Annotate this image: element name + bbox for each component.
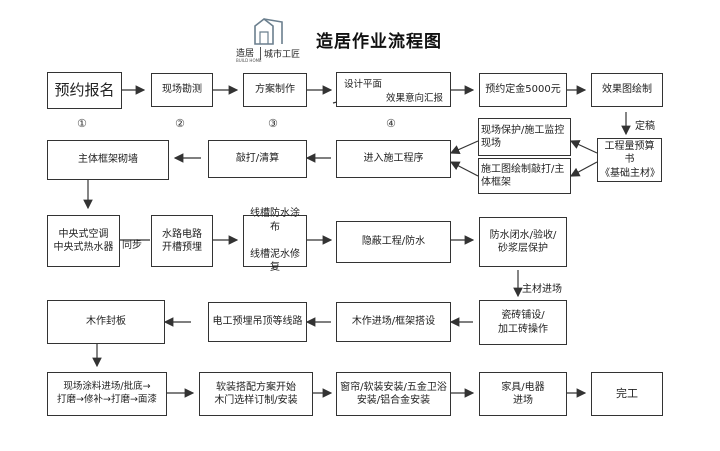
step-painting: 现场涂料进场/批底→ 打磨→修补→打磨→面漆 bbox=[47, 372, 167, 416]
step-site-protection: 现场保护/施工监控现场 bbox=[478, 118, 571, 156]
step-deposit: 预约定金5000元 bbox=[479, 73, 567, 107]
step-booking: 预约报名 bbox=[47, 72, 122, 109]
number-2: ② bbox=[175, 117, 185, 130]
step-budget-label: 工程量预算书 《基础主材》 bbox=[600, 140, 660, 179]
step-plan-making-label: 方案制作 bbox=[255, 84, 295, 96]
step-tiling-label: 瓷砖铺设/ 加工砖操作 bbox=[498, 310, 548, 335]
label-zhucai: 主材进场 bbox=[522, 284, 562, 295]
step-carpentry-label: 木作进场/框架搭设 bbox=[351, 316, 436, 328]
step-main-frame-label: 主体框架砌墙 bbox=[78, 154, 138, 166]
step-soft-decor-plan: 软装搭配方案开始 木门选样订制/安装 bbox=[199, 372, 313, 416]
step-effect-report-label: 效果意向汇报 bbox=[386, 93, 444, 104]
step-demolition: 敲打/清算 bbox=[208, 140, 307, 178]
step-completion: 完工 bbox=[591, 372, 663, 416]
step-painting-label: 现场涂料进场/批底→ 打磨→修补→打磨→面漆 bbox=[57, 381, 157, 405]
step-site-protection-label: 现场保护/施工监控现场 bbox=[481, 124, 565, 150]
number-4: ④ bbox=[386, 117, 396, 130]
step-water-test-label: 防水闭水/验收/ 砂浆层保护 bbox=[489, 229, 557, 255]
step-rendering-label: 效果图绘制 bbox=[602, 84, 652, 96]
step-central-ac-label: 中央式空调 中央式热水器 bbox=[53, 228, 114, 254]
label-tongbu: 同步 bbox=[122, 240, 142, 251]
step-ceiling-wiring-label: 电工预埋吊顶等线路 bbox=[212, 316, 303, 328]
step-enter-construction-label: 进入施工程序 bbox=[363, 153, 424, 165]
step-furniture: 家具/电器 进场 bbox=[479, 372, 567, 416]
step-concealed-works-label: 隐蔽工程/防水 bbox=[361, 236, 426, 248]
step-central-ac: 中央式空调 中央式热水器 bbox=[47, 215, 120, 267]
step-booking-label: 预约报名 bbox=[54, 81, 115, 100]
step-construction-drawing-label: 施工图绘制敲打/主体框架 bbox=[481, 163, 565, 189]
step-groove-waterproof-label: 线槽防水涂布 线槽泥水修复 bbox=[250, 208, 300, 274]
step-site-survey-label: 现场勘测 bbox=[162, 84, 202, 96]
logo-brand: 造居 bbox=[236, 49, 255, 59]
diagram-title: 造居作业流程图 bbox=[316, 32, 442, 52]
step-budget: 工程量预算书 《基础主材》 bbox=[597, 138, 662, 182]
step-rendering: 效果图绘制 bbox=[591, 73, 663, 107]
step-ceiling-wiring: 电工预埋吊顶等线路 bbox=[208, 302, 307, 342]
step-furniture-label: 家具/电器 进场 bbox=[501, 381, 545, 407]
step-tiling: 瓷砖铺设/ 加工砖操作 bbox=[479, 300, 567, 345]
step-design-plan-label: 设计平面 bbox=[344, 79, 383, 90]
step-soft-decor-plan-label: 软装搭配方案开始 木门选样订制/安装 bbox=[214, 381, 298, 407]
step-carpentry: 木作进场/框架搭设 bbox=[336, 302, 451, 342]
logo-brand-small: BUILD HOME bbox=[236, 58, 262, 63]
step-demolition-label: 敲打/清算 bbox=[235, 153, 280, 165]
logo-tagline: 城市工匠 bbox=[260, 47, 300, 60]
logo: 造居 BUILD HOME 城市工匠 bbox=[236, 16, 306, 64]
step-plumbing-electrical-label: 水路电路 开槽预埋 bbox=[162, 228, 202, 254]
step-concealed-works: 隐蔽工程/防水 bbox=[336, 221, 451, 263]
step-wood-panels-label: 木作封板 bbox=[86, 316, 126, 328]
step-site-survey: 现场勘测 bbox=[151, 73, 213, 107]
step-plumbing-electrical: 水路电路 开槽预埋 bbox=[151, 215, 213, 267]
label-dinggao: 定稿 bbox=[635, 121, 655, 132]
step-curtain-install-label: 窗帘/软装安装/五金卫浴 安装/铝合金安装 bbox=[340, 381, 447, 407]
step-completion-label: 完工 bbox=[616, 386, 638, 400]
number-1: ① bbox=[77, 117, 87, 130]
step-plan-making: 方案制作 bbox=[243, 73, 307, 107]
step-enter-construction: 进入施工程序 bbox=[336, 140, 451, 178]
step-curtain-install: 窗帘/软装安装/五金卫浴 安装/铝合金安装 bbox=[336, 372, 451, 416]
step-design-report bbox=[336, 72, 451, 107]
house-logo-icon bbox=[254, 17, 283, 45]
number-3: ③ bbox=[268, 117, 278, 130]
step-water-test: 防水闭水/验收/ 砂浆层保护 bbox=[479, 217, 567, 267]
step-groove-waterproof: 线槽防水涂布 线槽泥水修复 bbox=[243, 208, 307, 273]
step-construction-drawing: 施工图绘制敲打/主体框架 bbox=[478, 158, 571, 194]
step-wood-panels: 木作封板 bbox=[47, 300, 165, 344]
step-main-frame: 主体框架砌墙 bbox=[47, 140, 169, 180]
step-deposit-label: 预约定金5000元 bbox=[485, 84, 561, 96]
